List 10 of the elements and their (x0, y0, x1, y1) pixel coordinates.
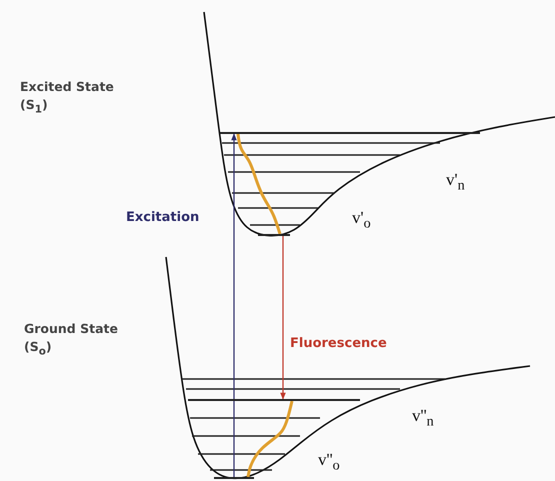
level-label: v''$_{n}$ (412, 406, 434, 430)
relaxation-path (236, 134, 282, 234)
level-label: v'$_{o}$ (352, 208, 371, 232)
transition-arrow (280, 236, 286, 400)
state-label: Excited State (S$_{1}$) (20, 78, 115, 118)
transition-arrow (231, 133, 237, 477)
level-label: v'$_{n}$ (446, 170, 465, 194)
state-label: Ground State (S$_{o}$) (24, 320, 119, 360)
relaxation-path (246, 400, 294, 478)
level-label: v''$_{o}$ (318, 450, 340, 474)
